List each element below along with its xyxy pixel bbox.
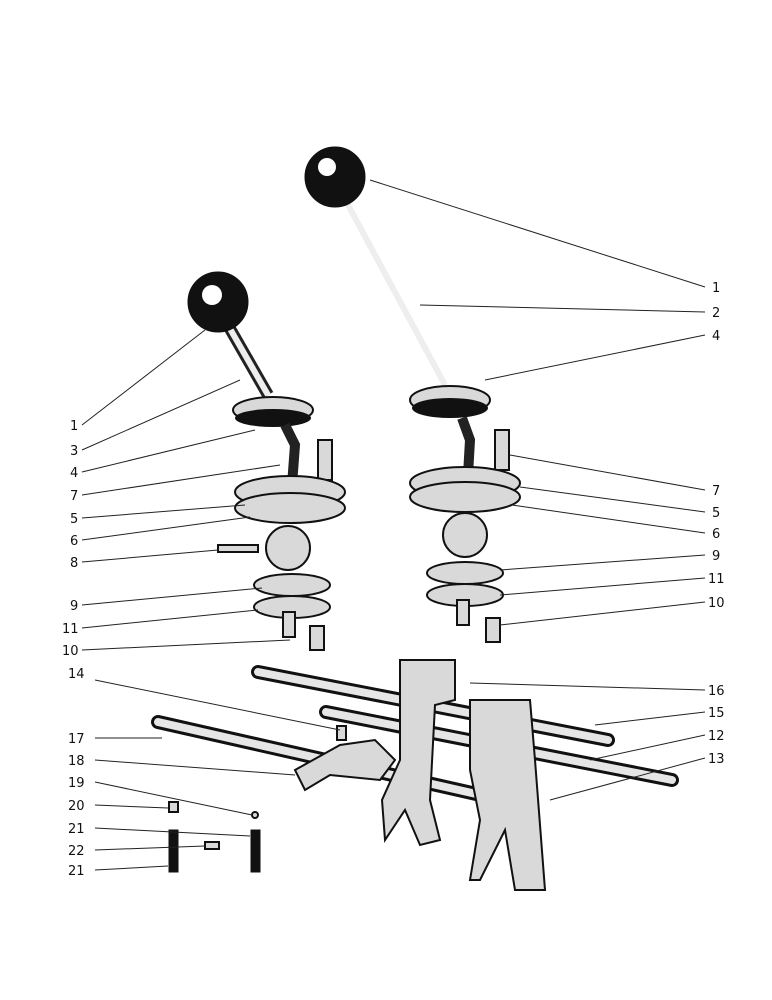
label-20: 20: [68, 799, 85, 814]
fork-back: [380, 659, 456, 847]
label-13: 13: [708, 752, 725, 767]
label-22: 22: [68, 844, 85, 859]
label-7-right: 7: [712, 484, 720, 499]
label-3: 3: [70, 444, 78, 459]
label-11-left: 11: [62, 622, 79, 637]
left-screw: [309, 625, 325, 651]
callout-labels: 1 2 4 1 3 4 7 5 6 8 9 11 10 7 5 6 9 11 1…: [62, 281, 725, 879]
label-8: 8: [70, 556, 78, 571]
label-10-right: 10: [708, 596, 725, 611]
label-19: 19: [68, 776, 85, 791]
label-16: 16: [708, 684, 725, 699]
label-14: 14: [68, 667, 85, 682]
part-21-right: [250, 829, 261, 873]
label-21-lower: 21: [68, 864, 85, 879]
right-ball: [442, 512, 488, 558]
label-12: 12: [708, 729, 725, 744]
left-pin: [217, 544, 259, 553]
right-plate-upper: [426, 561, 504, 585]
label-9-left: 9: [70, 599, 78, 614]
detent-plunger: [336, 725, 347, 741]
right-gear-lever: [304, 146, 521, 643]
label-10-left: 10: [62, 644, 79, 659]
small-parts: [168, 801, 261, 873]
label-11-right: 11: [708, 572, 725, 587]
label-17: 17: [68, 732, 85, 747]
right-screw: [485, 617, 501, 643]
label-15: 15: [708, 706, 725, 721]
label-21-upper: 21: [68, 822, 85, 837]
part-22: [204, 841, 220, 850]
fork-front: [468, 699, 547, 891]
label-1-left: 1: [70, 419, 78, 434]
left-plate-upper: [253, 573, 331, 597]
part-21-left: [168, 829, 179, 873]
label-6-left: 6: [70, 534, 78, 549]
label-18: 18: [68, 754, 85, 769]
part-20: [168, 801, 179, 813]
label-9-right: 9: [712, 549, 720, 564]
label-4-left: 4: [70, 466, 78, 481]
right-bolt: [494, 429, 510, 471]
label-5-right: 5: [712, 506, 720, 521]
fork-small: [293, 738, 397, 792]
label-6-right: 6: [712, 527, 720, 542]
leader-lines: [81, 179, 706, 871]
label-4-top: 4: [712, 329, 720, 344]
left-bolt: [317, 439, 333, 481]
left-gear-lever: [187, 271, 346, 651]
label-7-left: 7: [70, 489, 78, 504]
label-2: 2: [712, 306, 720, 321]
left-ball: [265, 525, 311, 571]
part-19: [251, 811, 259, 819]
label-5-left: 5: [70, 512, 78, 527]
selector-rods-and-forks: [151, 659, 679, 891]
label-1-top: 1: [712, 281, 720, 296]
right-lever-knob: [304, 146, 366, 208]
